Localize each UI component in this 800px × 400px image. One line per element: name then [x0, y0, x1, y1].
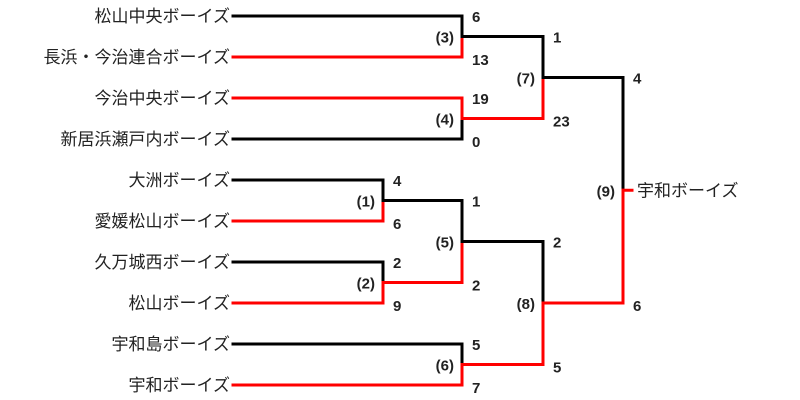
- match-label: (2): [357, 276, 375, 293]
- team-name: 大洲ボーイズ: [129, 171, 231, 191]
- score-top: 2: [553, 235, 561, 252]
- score-bottom: 5: [553, 360, 561, 377]
- team-name: 新居浜瀬戸内ボーイズ: [61, 130, 231, 150]
- score-bottom: 9: [393, 298, 401, 315]
- team-name: 松山ボーイズ: [129, 294, 231, 314]
- score-top: 6: [472, 9, 480, 26]
- team-name: 松山中央ボーイズ: [95, 7, 231, 27]
- score-top: 5: [472, 337, 480, 354]
- team-name: 愛媛松山ボーイズ: [95, 212, 231, 232]
- score-top: 2: [393, 255, 401, 272]
- score-bottom: 23: [553, 114, 570, 131]
- score-top: 4: [393, 173, 402, 190]
- match-label: (1): [357, 194, 375, 211]
- match-label: (7): [517, 71, 535, 88]
- team-name: 今治中央ボーイズ: [95, 89, 231, 109]
- team-name: 久万城西ボーイズ: [95, 253, 231, 273]
- match-label: (3): [436, 30, 454, 47]
- score-top: 1: [472, 194, 480, 211]
- team-name: 宇和島ボーイズ: [112, 335, 231, 355]
- score-bottom: 2: [472, 278, 480, 295]
- match-label: (6): [436, 358, 454, 375]
- champion-name: 宇和ボーイズ: [637, 181, 739, 201]
- match-label: (4): [436, 112, 454, 129]
- match-label: (9): [597, 183, 615, 200]
- score-bottom: 6: [633, 298, 641, 315]
- team-name: 長浜・今治連合ボーイズ: [44, 48, 231, 68]
- score-bottom: 0: [472, 134, 480, 151]
- score-bottom: 6: [393, 216, 401, 233]
- score-top: 1: [553, 30, 561, 47]
- score-top: 19: [472, 91, 489, 108]
- match-label: (5): [436, 235, 454, 252]
- match-label: (8): [517, 296, 535, 313]
- team-name: 宇和ボーイズ: [129, 376, 231, 396]
- score-top: 4: [633, 71, 642, 88]
- score-bottom: 7: [472, 380, 480, 397]
- score-bottom: 13: [472, 52, 489, 69]
